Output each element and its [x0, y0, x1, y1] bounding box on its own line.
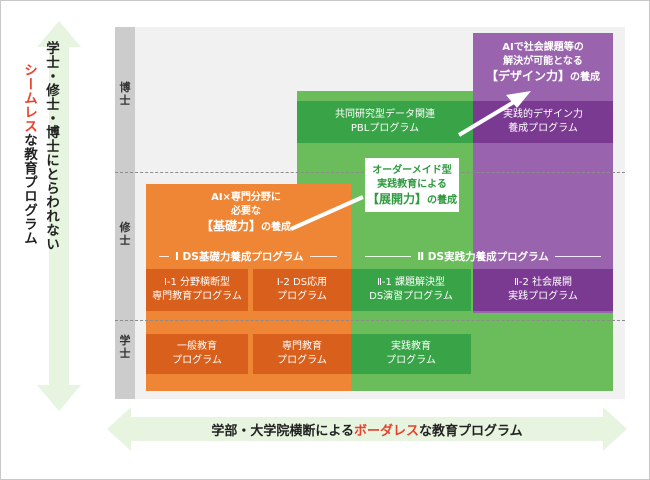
basic-skills-callout: AI×専門分野に 必要な 【基礎力】の養成 — [200, 192, 291, 233]
level-doctor: 博 士 — [119, 81, 131, 107]
general-box: 一般教育プログラム — [146, 334, 248, 374]
practical-box: 実践教育プログラム — [351, 334, 471, 374]
design-skills-callout: AIで社会課題等の 解決が可能となる 【デザイン力】の養成 — [485, 42, 600, 83]
borderless-label: 学部・大学院横断によるボーダレスな教育プログラム — [107, 420, 627, 439]
specialized-box: 専門教育プログラム — [253, 334, 351, 374]
horizontal-double-arrow — [107, 407, 627, 451]
ii2-box: Ⅱ-2 社会展開実践プログラム — [473, 269, 613, 311]
level-bachelor: 学 士 — [119, 334, 131, 360]
ds-basic-header: Ⅰ DS基礎力養成プログラム — [153, 248, 343, 264]
ds-practice-header: Ⅱ DS実践力養成プログラム — [359, 248, 607, 264]
seamless-highlight: シームレス — [21, 63, 37, 133]
design-program-box: 実践的デザイン力養成プログラム — [473, 101, 613, 143]
purple-region — [473, 33, 613, 313]
divider-master-bachelor — [115, 320, 625, 321]
i1-box: Ⅰ-1 分野横断型専門教育プログラム — [146, 269, 248, 311]
seamless-label-line1: 学士・修士・博士にとらわれない — [43, 41, 59, 251]
practice-skills-callout: オーダーメイド型 実践教育による 【展開力】の養成 — [366, 165, 457, 206]
seamless-label: 学士・修士・博士にとらわれない シームレスな教育プログラム — [7, 41, 67, 361]
level-bar — [115, 27, 135, 399]
borderless-highlight: ボーダレス — [353, 424, 419, 439]
i2-box: Ⅰ-2 DS応用プログラム — [253, 269, 351, 311]
seamless-label-line2: シームレスな教育プログラム — [19, 63, 39, 245]
borderless-post: な教育プログラム — [419, 424, 523, 439]
practice-skills-callout-box — [365, 158, 459, 212]
vertical-double-arrow — [37, 21, 81, 411]
seamless-rest: な教育プログラム — [21, 133, 37, 245]
borderless-pre: 学部・大学院横断による — [211, 424, 354, 439]
level-master: 修 士 — [119, 221, 131, 247]
